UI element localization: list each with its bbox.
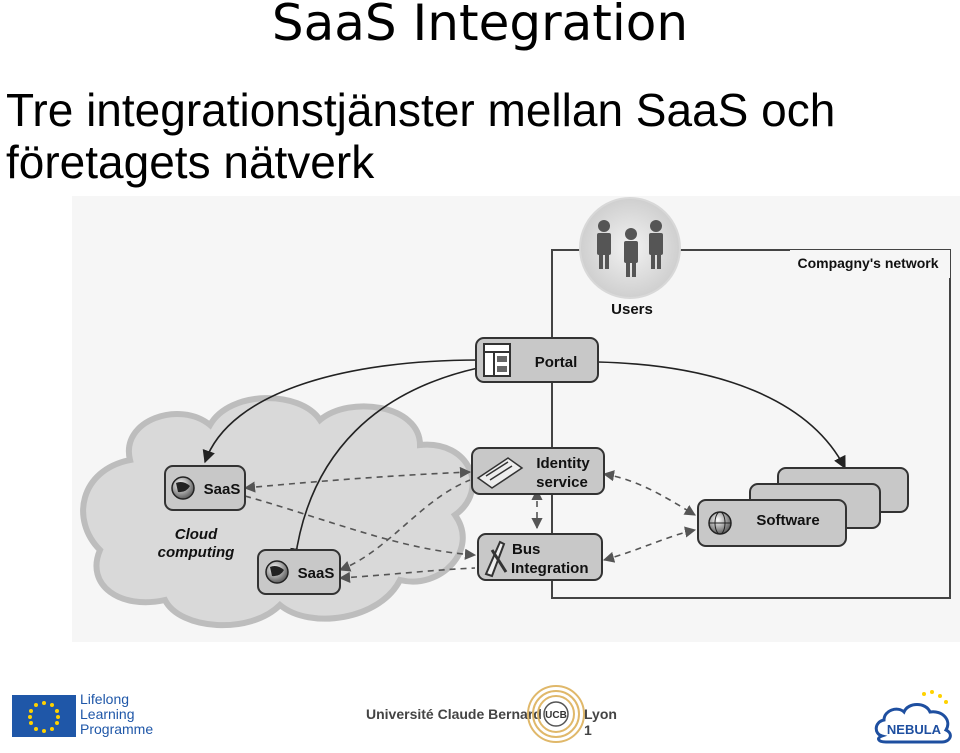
saas-box-top: SaaS	[164, 465, 246, 511]
bus-label-line2: Integration	[511, 560, 589, 577]
bus-integration-box: Bus Integration	[477, 533, 603, 581]
company-network-label: Compagny's network	[797, 255, 938, 271]
slide-title: SaaS Integration	[271, 0, 689, 52]
university-name: Université Claude Bernard	[366, 706, 542, 722]
identity-label-line1: Identity	[536, 455, 590, 472]
saas-label-top: SaaS	[204, 481, 241, 498]
portal-label: Portal	[535, 354, 578, 371]
identity-label-line2: service	[536, 474, 588, 491]
cloud-label-line2: computing	[158, 544, 235, 561]
slide-subtitle: Tre integrationstjänster mellan SaaS och…	[6, 84, 836, 188]
nebula-cloud-icon: NEBULA	[874, 690, 952, 744]
lifelong-text-2: Learning	[80, 706, 135, 722]
users-label: Users	[611, 301, 653, 318]
cloud-label-line1: Cloud	[175, 526, 218, 543]
lifelong-learning-logo: Lifelong Learning Programme	[12, 692, 172, 742]
university-logo: Université Claude Bernard UCB Lyon 1	[366, 682, 626, 750]
portal-icon	[483, 343, 511, 377]
users-node: Users	[579, 197, 681, 318]
nebula-logo: NEBULA	[872, 688, 956, 748]
tools-icon	[484, 540, 508, 578]
dashed-connectors	[243, 466, 697, 583]
lifelong-text-3: Programme	[80, 721, 154, 737]
id-card-icon	[476, 457, 524, 489]
nebula-text: NEBULA	[887, 722, 942, 737]
software-stack: Software	[697, 467, 909, 547]
portal-connectors	[202, 359, 846, 562]
identity-service-box: Identity service	[471, 447, 605, 495]
lifelong-text-1: Lifelong	[80, 691, 130, 707]
ucb-seal-icon: UCB	[527, 685, 585, 743]
ucb-seal-text: UCB	[545, 710, 567, 721]
users-icon	[597, 220, 663, 277]
lyon-text: Lyon 1	[584, 706, 617, 738]
software-label: Software	[756, 512, 819, 529]
saas-integration-diagram: Compagny's network Cloud computing Users	[72, 196, 960, 642]
bus-label-line1: Bus	[512, 541, 540, 558]
portal-box: Portal	[475, 337, 599, 383]
saas-box-bottom: SaaS	[257, 549, 341, 595]
eu-flag-icon	[12, 695, 76, 737]
saas-label-bottom: SaaS	[298, 565, 335, 582]
cloud-shape	[80, 395, 476, 629]
